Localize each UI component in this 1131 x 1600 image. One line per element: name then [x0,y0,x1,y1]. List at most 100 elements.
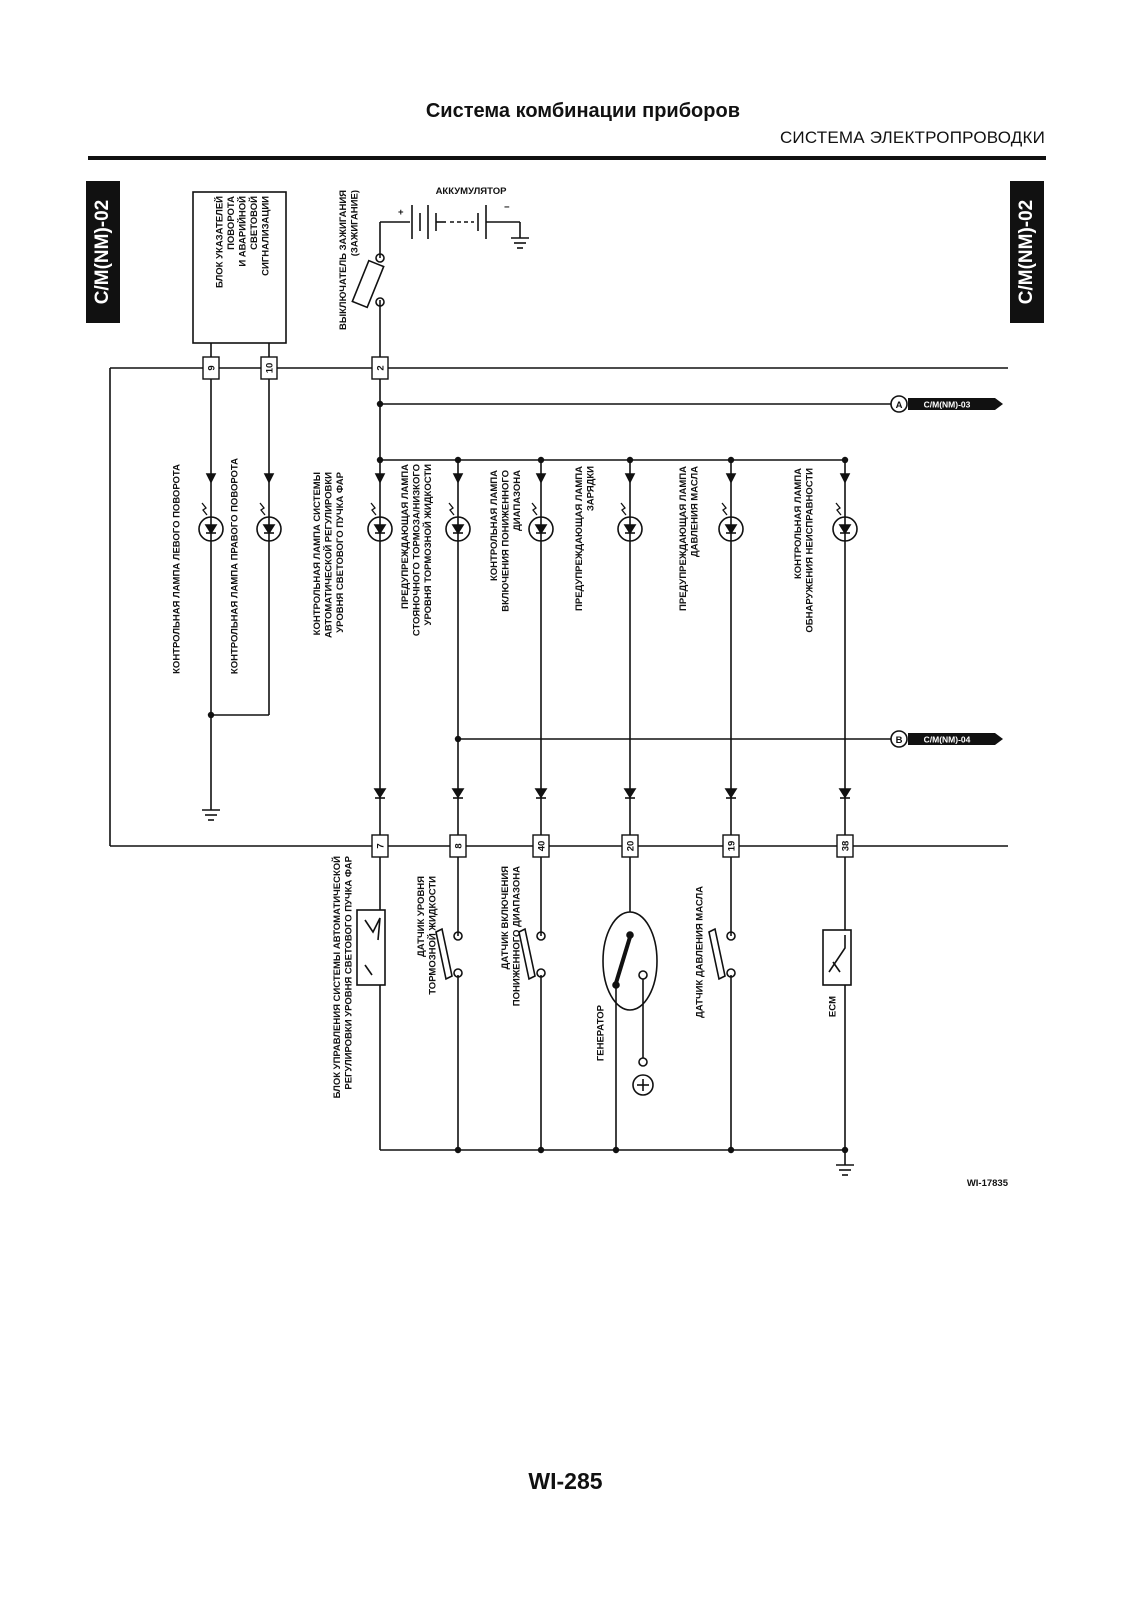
arrow-icon [725,473,737,484]
switch-blade-icon [435,927,453,981]
arrow-icon [364,964,373,976]
battery-plus-terminal-icon [632,1074,654,1096]
device-label-brake-fluid-sensor: ДАТЧИК УРОВНЯТОРМОЗНОЙ ЖИДКОСТИ [416,876,439,995]
page-number: WI-285 [528,1468,603,1494]
connector-a-ref: C/M(NM)-03 [924,400,971,410]
pin-number: 9 [207,365,218,370]
battery-plus-sign: + [398,207,404,218]
light-emission-icon [259,502,266,516]
indicator-lamp-icon [838,524,852,535]
indicator-lamp-icon [528,516,554,542]
turn-signal-unit-box [192,191,287,344]
switch-contact-icon [726,968,736,978]
generator-terminal-icon [638,970,648,980]
connector-pin [371,834,389,858]
connector-pin [371,356,389,380]
indicator-lamp-icon [367,516,393,542]
ecm-icon [822,929,852,986]
lamp-label-brake-warning: ПРЕДУПРЕЖДАЮЩАЯ ЛАМПАСТОЯНОЧНОГО ТОРМОЗА… [400,464,434,636]
junction-dot [454,1146,462,1154]
indicator-lamp-icon [724,524,738,535]
switch-blade-icon [708,927,726,981]
turn-signal-unit-label: БЛОК УКАЗАТЕЛЕЙПОВОРОТАИ АВАРИЙНОЙСВЕТОВ… [214,196,272,288]
connector-pin [722,834,740,858]
switch-contact-icon [536,931,546,941]
indicator-lamp-icon [623,524,637,535]
switch-blade-icon [518,927,536,981]
light-emission-icon [620,502,627,516]
lamp-label-headlight-leveling: КОНТРОЛЬНАЯ ЛАМПА СИСТЕМЫАВТОМАТИЧЕСКОЙ … [312,471,346,638]
generator-contact-icon [626,931,634,939]
device-label-low-range-sensor: ДАТЧИК ВКЛЮЧЕНИЯПОНИЖЕННОГО ДИАПАЗОНА [500,866,523,1006]
pin-number: 10 [265,363,276,374]
battery-label: АККУМУЛЯТОР [436,186,508,197]
connector-a-circle [890,395,908,413]
ignition-switch-icon [351,259,385,309]
pin-number: 38 [841,841,852,852]
diode-icon [373,788,387,799]
page-title: Система комбинации приборов [425,100,740,122]
indicator-lamp-icon [204,524,218,535]
connector-a-flag [908,398,1003,410]
section-tab-right: C/M(NM)-02 [1010,181,1044,323]
lamp-label-charge-warning: ПРЕДУПРЕЖДАЮЩАЯ ЛАМПАЗАРЯДКИ [574,466,597,611]
generator-icon [602,911,658,1011]
device-label-generator: ГЕНЕРАТОР [596,1004,607,1061]
headlight-leveling-unit-icon [356,909,386,986]
arrow-icon [205,473,217,484]
switch-contact-icon [375,253,385,263]
section-tab-left: C/M(NM)-02 [86,181,120,323]
indicator-lamp-icon [262,524,276,535]
indicator-lamp-icon [451,524,465,535]
light-emission-icon [721,502,728,516]
indicator-lamp-icon [198,516,224,542]
lamp-label-left-turn: КОНТРОЛЬНАЯ ЛАМПА ЛЕВОГО ПОВОРОТА [172,464,183,674]
arrow-icon [263,473,275,484]
switch-contact-icon [453,931,463,941]
switch-contact-icon [453,968,463,978]
generator-terminal-icon [638,1057,648,1067]
indicator-lamp-icon [832,516,858,542]
lamp-label-malfunction: КОНТРОЛЬНАЯ ЛАМПАОБНАРУЖЕНИЯ НЕИСПРАВНОС… [793,468,816,633]
connector-b-ref: C/M(NM)-04 [924,735,971,745]
junction-dot [612,1146,620,1154]
device-label-headlight-leveling-unit: БЛОК УПРАВЛЕНИЯ СИСТЕМЫ АВТОМАТИЧЕСКОЙРЕ… [331,855,355,1098]
light-emission-icon [370,502,377,516]
pin-number: 40 [537,841,548,852]
connector-pin [836,834,854,858]
pin-number: 8 [454,843,465,848]
switch-contact-icon [375,297,385,307]
indicator-lamp-icon [617,516,643,542]
section-subtitle: СИСТЕМА ЭЛЕКТРОПРОВОДКИ [779,128,1045,147]
switch-contact-icon [726,931,736,941]
junction-dot [727,1146,735,1154]
diode-icon [724,788,738,799]
arrow-icon [832,961,841,973]
lamp-label-oil-pressure: ПРЕДУПРЕЖДАЮЩАЯ ЛАМПАДАВЛЕНИЯ МАСЛА [678,466,701,611]
header-rule [88,156,1046,160]
indicator-lamp-icon [256,516,282,542]
pin-number: 19 [727,841,738,852]
connector-pin [449,834,467,858]
connector-b-flag [908,733,1003,745]
light-emission-icon [448,502,455,516]
light-emission-icon [531,502,538,516]
battery-minus-sign: − [504,202,510,213]
arrow-icon [839,473,851,484]
lamp-label-right-turn: КОНТРОЛЬНАЯ ЛАМПА ПРАВОГО ПОВОРОТА [230,458,241,674]
pin-number: 20 [626,841,637,852]
connector-pin [260,356,278,380]
diode-icon [838,788,852,799]
generator-contact-icon [614,936,632,984]
connector-b-circle [890,730,908,748]
arrow-icon [535,473,547,484]
indicator-lamp-icon [445,516,471,542]
indicator-lamp-icon [534,524,548,535]
light-emission-icon [201,502,208,516]
lamp-label-low-range: КОНТРОЛЬНАЯ ЛАМПАВКЛЮЧЕНИЯ ПОНИЖЕННОГОДИ… [489,470,523,612]
diode-icon [451,788,465,799]
connector-pin [532,834,550,858]
arrow-icon [374,473,386,484]
switch-contact-icon [536,968,546,978]
indicator-lamp-icon [718,516,744,542]
